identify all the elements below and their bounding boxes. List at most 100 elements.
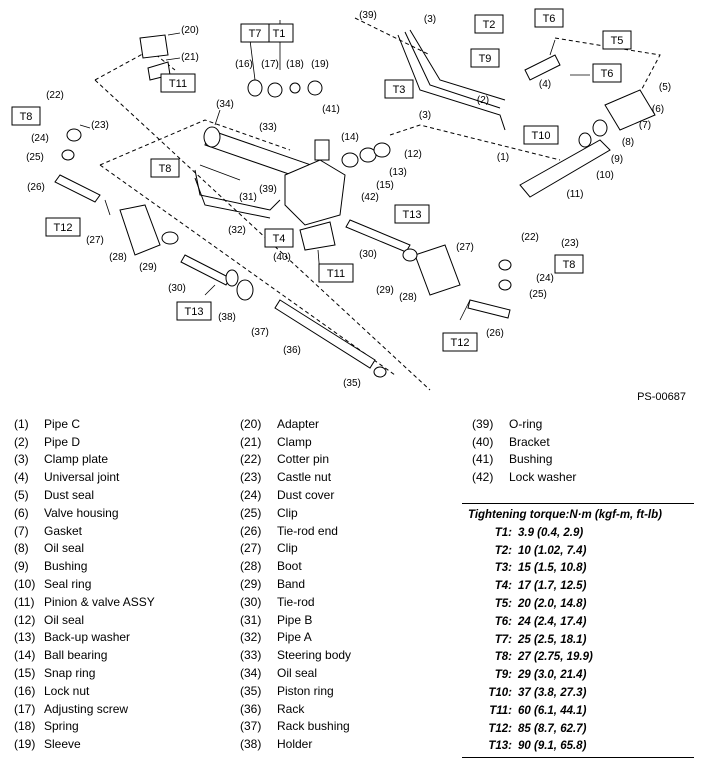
legend-item: (37)Rack bushing [240,718,351,736]
torque-callout-label: T6 [601,68,614,80]
torque-value: 60 (6.1, 44.1) [518,704,587,717]
torque-value: 10 (1.02, 7.4) [518,544,587,557]
torque-value: 90 (9.1, 65.8) [518,740,587,753]
legend-item-name: Seal ring [44,577,92,592]
legend-item: (25) Clip [240,504,351,522]
torque-value: 15 (1.5, 10.8) [518,562,587,575]
torque-table: Tightening torque:N·m (kgf-m, ft-lb) T1:… [462,503,694,759]
torque-code: T4: [494,580,512,593]
torque-callout-label: T10 [532,130,551,142]
torque-table-rule-bottom [462,757,694,759]
torque-row: T8:27 (2.75, 19.9) [462,649,694,667]
legend-item: (16)Lock nut [14,682,155,700]
legend-item-name: Clip [277,541,298,556]
part-callout-24: (24) [536,273,554,284]
legend-item-name: Clip [277,505,298,520]
legend-item-name: Lock washer [509,470,577,485]
parts-legend-column-3: (39)O-ring(40)Bracket(41)Bushing(42)Lock… [472,415,576,486]
legend-item: (14)Ball bearing [14,646,155,664]
legend-item-name: Holder [277,737,313,752]
legend-item-name: Snap ring [44,666,96,681]
part-callout-24: (24) [31,133,49,144]
torque-row: T13:90 (9.1, 65.8) [462,738,694,756]
part-callout-22: (22) [521,232,539,243]
legend-item-name: Boot [277,559,302,574]
legend-item-number: (28) [240,559,262,574]
legend-item-name: Rack bushing [277,719,350,734]
legend-item-number: (34) [240,666,262,681]
part-callout-7: (7) [639,120,651,131]
legend-item: (9)Bushing [14,557,155,575]
torque-row: T11:60 (6.1, 44.1) [462,702,694,720]
torque-value: 25 (2.5, 18.1) [518,633,587,646]
legend-item: (18)Spring [14,718,155,736]
torque-code: T5: [494,598,512,611]
torque-value: 37 (3.8, 27.3) [518,687,587,700]
part-callout-3: (3) [424,14,436,25]
torque-code: T1: [494,526,512,539]
part-callout-13: (13) [389,167,407,178]
legend-item-number: (32) [240,630,262,645]
part-callout-32: (32) [228,225,246,236]
part-callout-11: (11) [566,189,583,200]
legend-item-name: Oil seal [44,612,85,627]
legend-item-number: (35) [240,683,262,698]
part-callout-26: (26) [27,182,45,193]
part-callout-23: (23) [91,120,109,131]
legend-item-number: (26) [240,523,262,538]
legend-item-number: (36) [240,701,262,716]
legend-item-number: (8) [14,541,29,556]
legend-item: (3)Clamp plate [14,451,155,469]
torque-row: T4:17 (1.7, 12.5) [462,577,694,595]
legend-item-number: (19) [14,737,36,752]
part-callout-18: (18) [286,59,304,70]
legend-item: (1)Pipe C [14,415,155,433]
torque-callout-t8: T8 [554,254,584,274]
torque-callout-label: T6 [543,13,556,25]
torque-callout-t13: T13 [176,301,212,321]
legend-item-name: Pipe C [44,416,81,431]
part-callout-5: (5) [659,82,671,93]
torque-callout-label: T9 [479,53,492,65]
parts-legend-column-1: (1)Pipe C(2)Pipe D(3)Clamp plate(4)Unive… [14,415,155,753]
torque-callout-label: T8 [159,163,172,175]
legend-item: (10)Seal ring [14,575,155,593]
part-callout-2: (2) [477,95,489,106]
torque-value: 20 (2.0, 14.8) [518,598,587,611]
legend-item-number: (25) [240,505,262,520]
part-callout-30: (30) [168,283,186,294]
part-callout-16: (16) [235,59,253,70]
torque-callout-t8: T8 [150,158,180,178]
legend-item-name: Adjusting screw [44,701,129,716]
legend-item: (41)Bushing [472,451,576,469]
part-callout-38: (38) [218,312,236,323]
part-callout-20: (20) [181,25,199,36]
part-callout-1: (1) [497,152,509,163]
part-callout-27: (27) [86,235,104,246]
legend-item-name: Pipe B [277,612,313,627]
part-callout-22: (22) [46,90,64,101]
torque-callout-t12: T12 [45,217,81,237]
legend-item: (20)Adapter [240,415,351,433]
legend-item: (29)Band [240,575,351,593]
torque-code: T6: [494,615,512,628]
legend-item-number: (11) [14,594,35,609]
legend-item-name: Bracket [509,434,550,449]
legend-item-name: Pinion & valve ASSY [44,594,155,609]
legend-item-name: Valve housing [44,505,119,520]
torque-code: T9: [494,669,512,682]
legend-item-number: (31) [240,612,262,627]
legend-item-name: Piston ring [277,683,334,698]
legend-item-number: (9) [14,559,29,574]
part-callout-19: (19) [311,59,329,70]
legend-item-number: (21) [240,434,262,449]
part-callout-28: (28) [399,292,417,303]
legend-item-name: Spring [44,719,79,734]
part-callout-36: (36) [283,345,301,356]
legend-item-name: Clamp [277,434,312,449]
torque-callout-t2: T2 [474,14,504,34]
torque-callout-t9: T9 [470,48,500,68]
torque-table-rows: T1:3.9 (0.4, 2.9)T2:10 (1.02, 7.4)T3:15 … [462,524,694,755]
legend-item: (26)Tie-rod end [240,522,351,540]
legend-item-name: Sleeve [44,737,81,752]
